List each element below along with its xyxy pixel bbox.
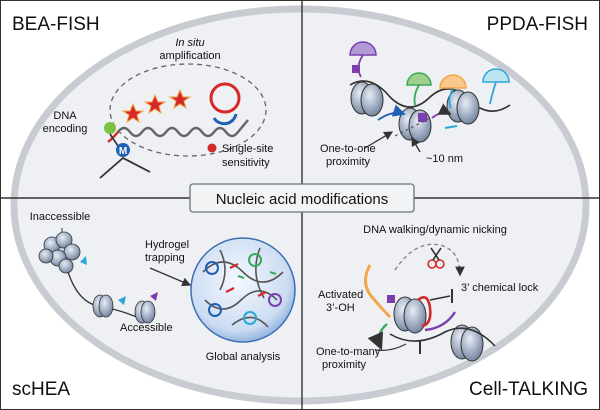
title-cell-talking: Cell-TALKING bbox=[469, 379, 588, 400]
nucleosome bbox=[450, 324, 484, 362]
label-hydrogel: Hydrogel bbox=[145, 239, 189, 251]
circular-template bbox=[209, 82, 241, 114]
label-one-to-many: One-to-many bbox=[316, 346, 381, 358]
star-icon bbox=[168, 88, 192, 110]
label-accessible: Accessible bbox=[120, 322, 173, 334]
probe-green bbox=[406, 72, 432, 106]
center-label: Nucleic acid modifications bbox=[216, 191, 389, 208]
chromatin-cluster bbox=[38, 231, 81, 274]
probe-purple bbox=[349, 41, 377, 78]
green-dot bbox=[104, 122, 116, 134]
label-one-to-one: One-to-one bbox=[320, 143, 376, 155]
title-schea: scHEA bbox=[12, 379, 70, 400]
label-single-site: Single-site bbox=[222, 143, 273, 155]
label-dna-walking: DNA walking/dynamic nicking bbox=[363, 224, 507, 236]
nucleosome bbox=[393, 296, 427, 334]
methyl-marker bbox=[116, 143, 130, 157]
label-chemical-lock: 3’ chemical lock bbox=[461, 282, 539, 294]
red-dot-icon bbox=[207, 143, 217, 153]
label-encoding: encoding bbox=[43, 123, 88, 135]
hydrogel-sphere bbox=[190, 237, 296, 343]
title-bea-fish: BEA-FISH bbox=[12, 14, 100, 35]
label-10nm: ~10 nm bbox=[426, 153, 463, 165]
amplification-dashed-region bbox=[109, 63, 267, 157]
primer-arc bbox=[212, 113, 238, 126]
nucleosome bbox=[446, 89, 480, 125]
nucleosome bbox=[350, 81, 384, 117]
bea-fish-panel: In situ amplification M DNA encoding Sin… bbox=[43, 37, 273, 179]
label-3oh: 3’-OH bbox=[326, 302, 355, 314]
label-inaccessible: Inaccessible bbox=[30, 211, 91, 223]
label-dna: DNA bbox=[53, 110, 77, 122]
label-one-to-many-proximity: proximity bbox=[322, 359, 367, 371]
label-activated: Activated bbox=[318, 289, 363, 301]
probe-square bbox=[418, 113, 427, 122]
accessible-nucleosome bbox=[134, 300, 156, 324]
accessible-nucleosome bbox=[92, 294, 114, 318]
title-ppda-fish: PPDA-FISH bbox=[487, 14, 588, 35]
label-amplification: amplification bbox=[159, 50, 220, 62]
label-sensitivity: sensitivity bbox=[222, 157, 270, 169]
label-global-analysis: Global analysis bbox=[206, 351, 281, 363]
star-icon bbox=[143, 93, 167, 115]
cell-talking-panel: DNA walking/dynamic nicking 3’ chemical … bbox=[316, 224, 539, 371]
center-label-box bbox=[189, 183, 415, 213]
probe-cyan bbox=[482, 68, 510, 105]
label-trapping: trapping bbox=[145, 252, 185, 264]
genomic-dna bbox=[99, 156, 151, 179]
amplified-dna-strand bbox=[117, 119, 249, 138]
scissors-icon bbox=[427, 247, 445, 269]
label-in-situ: In situ bbox=[175, 37, 204, 49]
ppda-fish-panel: One-to-one proximity ~10 nm bbox=[320, 41, 511, 168]
label-methyl: M bbox=[119, 146, 127, 157]
label-proximity: proximity bbox=[326, 156, 371, 168]
schea-panel: Inaccessible Accessible bbox=[30, 211, 296, 363]
star-icon bbox=[121, 102, 145, 124]
trapped-chromatin bbox=[202, 247, 284, 328]
